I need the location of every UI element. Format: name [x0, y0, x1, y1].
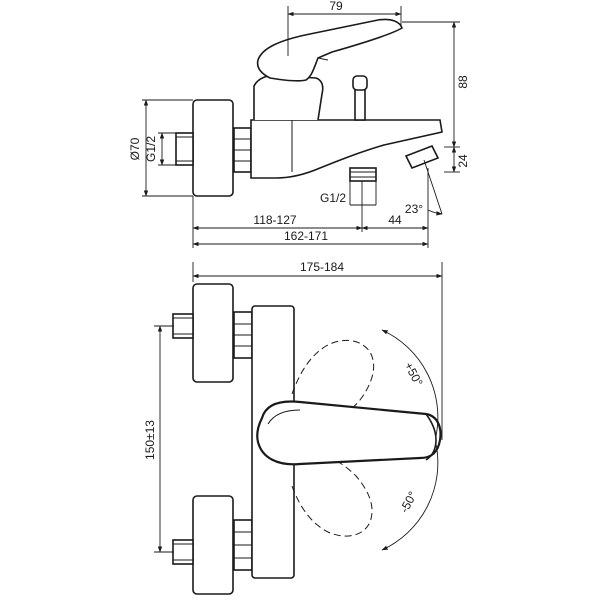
- dim-angle-23: 23°: [405, 202, 423, 216]
- side-inlet-pipe: [175, 132, 194, 166]
- arc-minus-50: [381, 443, 439, 551]
- side-view: 79 88 24 Ø70 G1/2 G1/2 23°: [128, 0, 470, 440]
- side-shower-outlet: [349, 167, 377, 182]
- top-flange-lower: [192, 495, 234, 595]
- side-flange: [192, 99, 234, 197]
- side-body: [250, 119, 443, 179]
- dim-wall-to-axis: 118-127: [253, 213, 296, 227]
- dim-rotation-minus: -50°: [397, 489, 420, 515]
- top-flange-upper: [192, 283, 234, 383]
- dim-inlet-thread: G1/2: [144, 136, 158, 162]
- dim-total-depth: 175-184: [300, 260, 344, 274]
- dim-24: 24: [456, 154, 470, 168]
- top-handle: [256, 400, 442, 466]
- dim-88: 88: [456, 75, 470, 89]
- side-column: [253, 74, 324, 121]
- dim-center-distance: 150±13: [143, 420, 157, 460]
- dim-spout-offset: 44: [388, 213, 402, 227]
- arc-plus-50: [381, 329, 439, 437]
- side-diverter-knob: [352, 75, 368, 91]
- dim-diameter-70: Ø70: [128, 137, 142, 160]
- dim-outlet-thread: G1/2: [320, 191, 346, 205]
- side-diverter-stem: [354, 87, 366, 121]
- lever-position-minus: [291, 453, 373, 537]
- side-lever: [256, 18, 403, 82]
- dim-wall-to-spout: 162-171: [284, 229, 328, 243]
- top-view: +50° -50° 150±13: [143, 283, 442, 595]
- dim-79: 79: [329, 0, 343, 13]
- side-aerator: [404, 144, 440, 170]
